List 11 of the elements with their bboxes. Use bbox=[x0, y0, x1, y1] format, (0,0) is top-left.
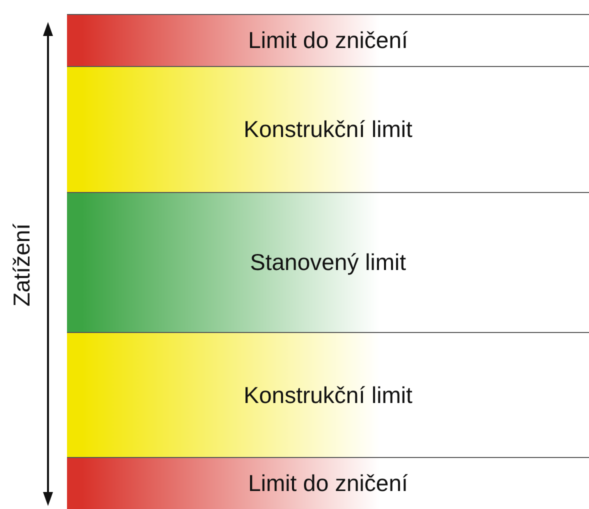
band-label: Stanovený limit bbox=[250, 249, 406, 276]
axis-label: Zatížení bbox=[8, 223, 36, 307]
limit-band bbox=[67, 14, 589, 66]
band-label: Limit do zničení bbox=[248, 470, 408, 497]
limit-band bbox=[67, 192, 589, 332]
limit-band bbox=[67, 66, 589, 192]
band-label: Limit do zničení bbox=[248, 27, 408, 54]
band-label: Konstrukční limit bbox=[244, 382, 412, 408]
band-label: Konstrukční limit bbox=[244, 116, 412, 143]
limit-band bbox=[67, 332, 589, 457]
limit-band bbox=[67, 457, 589, 509]
